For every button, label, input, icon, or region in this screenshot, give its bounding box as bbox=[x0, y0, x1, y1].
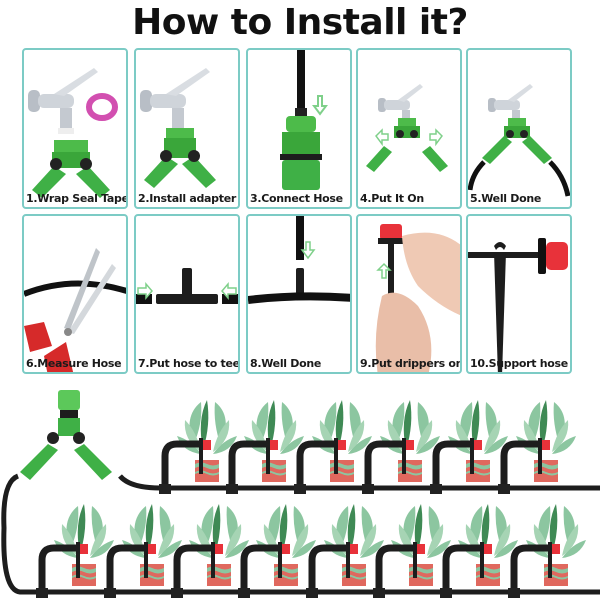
step-label: 8.Well Done bbox=[250, 357, 322, 370]
step-label: 5.Well Done bbox=[470, 192, 542, 205]
tee-connector-icon bbox=[136, 268, 238, 304]
step-panel-5: 5.Well Done bbox=[466, 48, 572, 209]
y-connector-hoses-icon bbox=[468, 84, 570, 197]
step-panel-2: 2.Install adapter bbox=[134, 48, 240, 209]
step-label: 1.Wrap Seal Tape bbox=[26, 192, 128, 205]
step-panel-8: 8.Well Done bbox=[246, 214, 352, 374]
step-label: 10.Support hose bbox=[470, 357, 568, 370]
step-panel-6: 6.Measure Hose bbox=[22, 214, 128, 374]
step-panel-1: 1.Wrap Seal Tape bbox=[22, 48, 128, 209]
step-label: 3.Connect Hose bbox=[250, 192, 343, 205]
step-panel-10: 10.Support hose bbox=[466, 214, 572, 374]
faucet-seal-tape-icon bbox=[28, 68, 118, 198]
irrigation-system-diagram bbox=[1, 390, 600, 600]
step-panel-3: 3.Connect Hose bbox=[246, 48, 352, 209]
step-label: 7.Put hose to tee bbox=[138, 357, 240, 370]
page-title: How to Install it? bbox=[132, 2, 468, 43]
scissors-hose-icon bbox=[24, 248, 126, 372]
faucet-y-connector-icon bbox=[140, 68, 216, 188]
step-label: 4.Put It On bbox=[360, 192, 424, 205]
step-panel-7: 7.Put hose to tee bbox=[134, 214, 240, 374]
hand-dripper-icon bbox=[375, 224, 460, 372]
hose-tee-icon bbox=[248, 216, 350, 304]
step-label: 6.Measure Hose bbox=[26, 357, 122, 370]
y-connector bbox=[20, 390, 112, 480]
hose-connector-icon bbox=[280, 50, 328, 190]
step-panel-9: 9.Put drippers on bbox=[356, 214, 462, 374]
step-label: 9.Put drippers on bbox=[360, 357, 462, 370]
y-connector-attach-icon bbox=[366, 84, 448, 172]
step-label: 2.Install adapter bbox=[138, 192, 236, 205]
support-stake-icon bbox=[468, 238, 568, 372]
step-panel-4: 4.Put It On bbox=[356, 48, 462, 209]
